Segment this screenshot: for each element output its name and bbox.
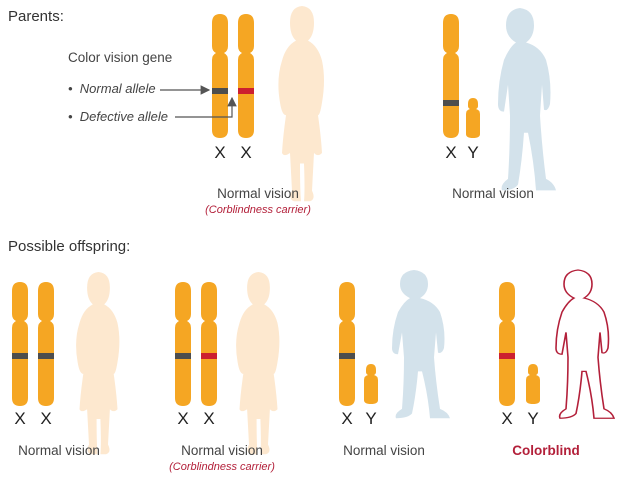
mother-x-chromosome-1 — [212, 14, 228, 138]
offspring1-x-label-1: X — [14, 409, 26, 428]
offspring4-y-label: Y — [527, 409, 539, 428]
offspring1-caption: Normal vision — [18, 443, 100, 458]
offspring3-y-label: Y — [365, 409, 377, 428]
mother-carrier-note: (Corblindness carrier) — [205, 204, 311, 216]
offspring2-x-label-1: X — [177, 409, 189, 428]
offspring1-x-label-2: X — [40, 409, 52, 428]
mother-x-chromosome-2 — [238, 14, 254, 138]
father-y-label: Y — [467, 143, 479, 162]
offspring4-silhouette — [555, 269, 615, 419]
offspring2-x-chromosome-2 — [201, 282, 217, 406]
mother-x-label-1: X — [214, 143, 226, 162]
father-x-label: X — [445, 143, 457, 162]
father-caption: Normal vision — [452, 186, 534, 201]
offspring-heading: Possible offspring: — [8, 238, 131, 255]
offspring2-x-chromosome-1 — [175, 282, 191, 406]
bullet-icon: • — [68, 81, 73, 96]
mother-x-label-2: X — [240, 143, 252, 162]
father-y-chromosome — [466, 98, 480, 138]
offspring2-x-label-2: X — [203, 409, 215, 428]
offspring1-silhouette — [76, 272, 120, 455]
legend-defective-label: Defective allele — [79, 109, 168, 124]
mother-caption: Normal vision — [217, 186, 299, 201]
offspring2-carrier-note: (Corblindness carrier) — [169, 461, 275, 473]
father-x-chromosome — [443, 14, 459, 138]
offspring4-caption: Colorblind — [512, 443, 580, 458]
legend-defective-allele: • Defective allele — [68, 109, 168, 124]
offspring4-x-chromosome — [499, 282, 515, 406]
offspring4-x-label: X — [501, 409, 513, 428]
legend-normal-allele: • Normal allele — [68, 81, 156, 96]
offspring3-x-label: X — [341, 409, 353, 428]
offspring1-x-chromosome-2 — [38, 282, 54, 406]
offspring3-silhouette — [392, 270, 450, 419]
offspring3-x-chromosome — [339, 282, 355, 406]
legend-normal-label: Normal allele — [79, 81, 156, 96]
offspring1-x-chromosome-1 — [12, 282, 28, 406]
offspring3-y-chromosome — [364, 364, 378, 404]
mother-silhouette — [278, 6, 324, 202]
offspring4-y-chromosome — [526, 364, 540, 404]
father-silhouette — [498, 8, 556, 191]
offspring3-caption: Normal vision — [343, 443, 425, 458]
bullet-icon: • — [68, 109, 73, 124]
offspring2-silhouette — [236, 272, 280, 455]
legend-title: Color vision gene — [68, 50, 173, 65]
offspring2-caption: Normal vision — [181, 443, 263, 458]
parents-heading: Parents: — [8, 8, 64, 25]
defective-allele-arrow — [175, 96, 237, 118]
